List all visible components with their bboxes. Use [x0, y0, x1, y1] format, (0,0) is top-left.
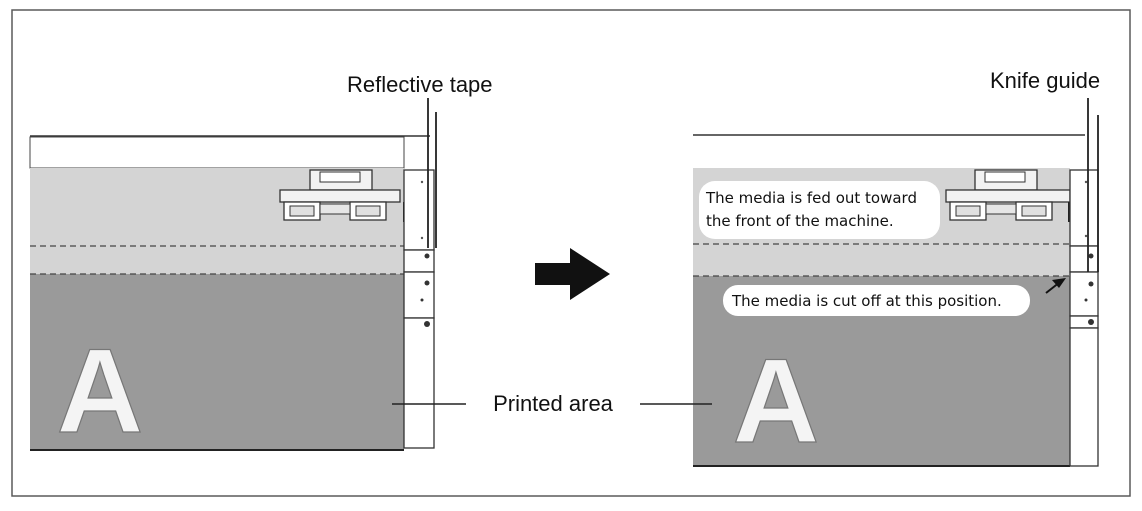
left-panel: A Reflective tape — [29, 72, 493, 459]
knife-guide-label: Knife guide — [990, 68, 1100, 93]
left-printed-area — [30, 274, 404, 450]
reflective-tape-label: Reflective tape — [347, 72, 493, 97]
left-letter: A — [57, 324, 144, 458]
left-side-frame — [403, 169, 435, 449]
printed-area-callout: Printed area — [392, 391, 712, 416]
right-arrow-icon — [535, 248, 610, 300]
right-panel: A The media is fed out toward the front … — [693, 68, 1100, 469]
right-carriage — [945, 169, 1075, 222]
right-side-frame — [1069, 169, 1099, 467]
left-carriage — [279, 169, 410, 222]
cut-off-text: The media is cut off at this position. — [731, 292, 1002, 310]
fed-out-text-line1: The media is fed out toward — [705, 189, 917, 207]
left-table-strip — [29, 136, 405, 169]
fed-out-callout: The media is fed out toward the front of… — [699, 181, 940, 239]
diagonal-arrow-icon — [1045, 278, 1066, 294]
printed-area-label: Printed area — [493, 391, 614, 416]
cut-off-callout: The media is cut off at this position. — [723, 285, 1030, 316]
fed-out-text-line2: the front of the machine. — [706, 212, 894, 230]
right-letter: A — [733, 334, 820, 468]
